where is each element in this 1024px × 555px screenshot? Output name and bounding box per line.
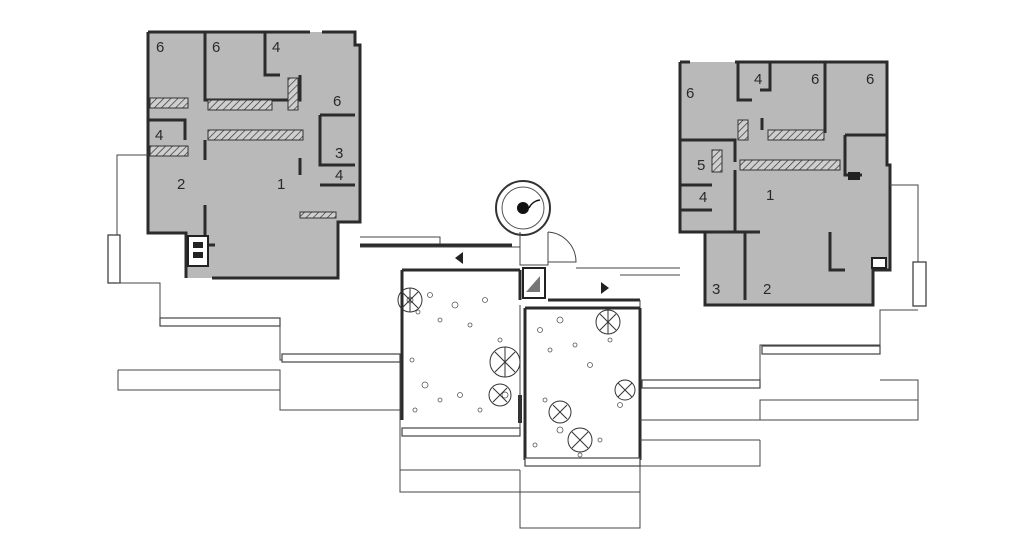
right-room-2-label: 2 <box>763 281 771 298</box>
left-room-6c-label: 6 <box>333 93 341 110</box>
right-room-6c-label: 6 <box>866 71 874 88</box>
right-room-1-label: 1 <box>766 187 774 204</box>
terraces <box>117 268 919 529</box>
right-room-3-label: 3 <box>712 281 720 298</box>
left-room-1-label: 1 <box>277 176 285 193</box>
left-room-4b-label: 4 <box>155 127 163 144</box>
right-room-4b-label: 4 <box>699 189 707 206</box>
left-dwelling-unit: 6 6 4 6 4 3 4 2 1 <box>107 30 520 284</box>
right-room-6b-label: 6 <box>811 71 819 88</box>
left-room-4a-label: 4 <box>272 39 280 56</box>
left-room-6a-label: 6 <box>156 39 164 56</box>
right-room-4-label: 4 <box>754 71 762 88</box>
left-room-6b-label: 6 <box>212 39 220 56</box>
left-room-4c-label: 4 <box>335 167 343 184</box>
right-room-5-label: 5 <box>697 157 705 174</box>
left-room-3-label: 3 <box>335 145 343 162</box>
left-room-2-label: 2 <box>177 176 185 193</box>
right-dwelling-unit: 6 4 6 6 5 4 1 3 2 <box>548 60 927 309</box>
right-room-6a-label: 6 <box>686 85 694 102</box>
central-stair-core <box>495 180 577 299</box>
